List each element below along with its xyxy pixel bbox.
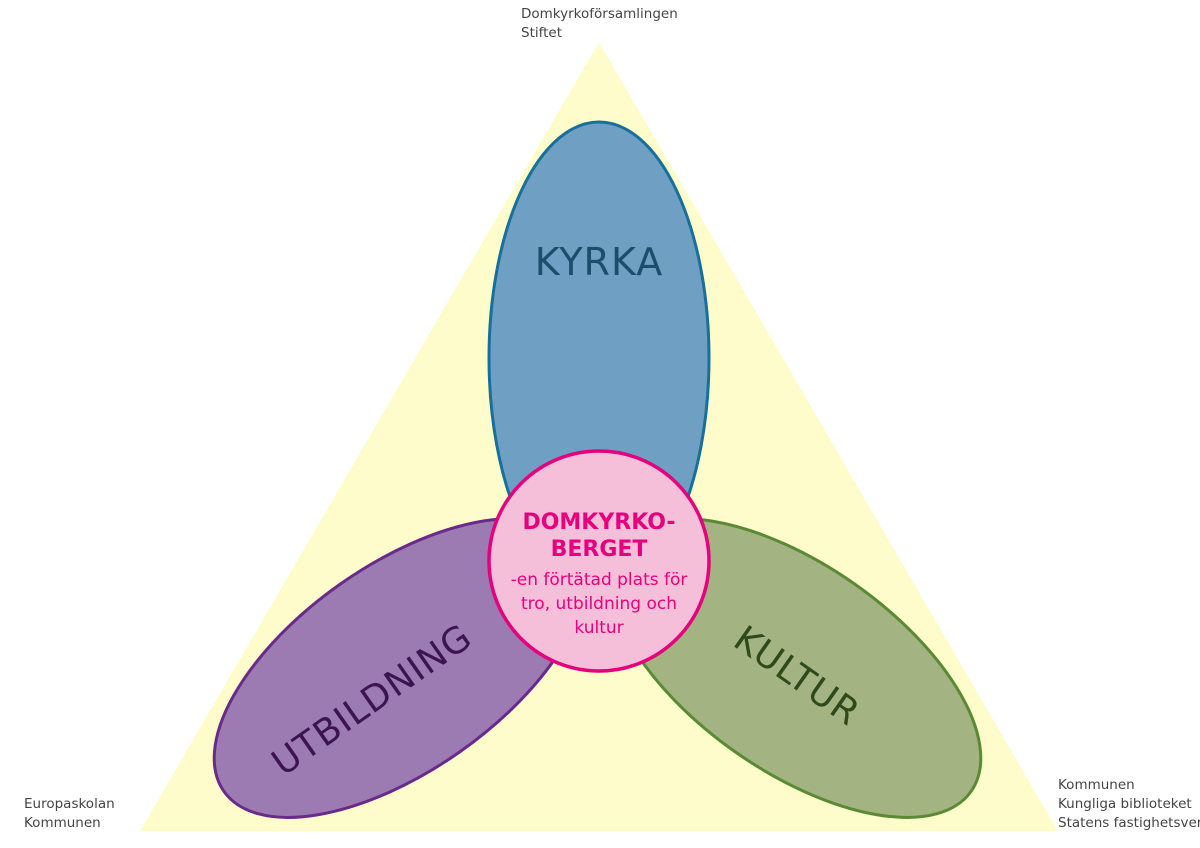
center-title-line-2: BERGET	[551, 537, 648, 562]
center-subtitle-line-1: -en förtätad plats för	[511, 570, 688, 590]
left-corner-label: Europaskolan Kommunen	[24, 795, 115, 833]
center-circle	[487, 449, 711, 673]
top-corner-label: Domkyrkoförsamlingen Stiftet	[521, 5, 678, 43]
top-corner-line: Domkyrkoförsamlingen	[521, 6, 678, 22]
center-subtitle-line-3: kultur	[574, 618, 623, 638]
right-corner-line: Statens fastighetsverk	[1058, 815, 1200, 831]
center-title-line-1: DOMKYRKO-	[522, 510, 675, 535]
left-corner-line: Europaskolan	[24, 796, 115, 812]
left-corner-line: Kommunen	[24, 815, 101, 831]
right-corner-line: Kommunen	[1058, 777, 1135, 793]
center-subtitle-line-2: tro, utbildning och	[521, 594, 677, 614]
top-corner-line: Stiftet	[521, 25, 563, 41]
kyrka-label: KYRKA	[535, 240, 663, 284]
right-corner-line: Kungliga biblioteket	[1058, 796, 1192, 812]
right-corner-label: Kommunen Kungliga biblioteket Statens fa…	[1058, 776, 1200, 833]
